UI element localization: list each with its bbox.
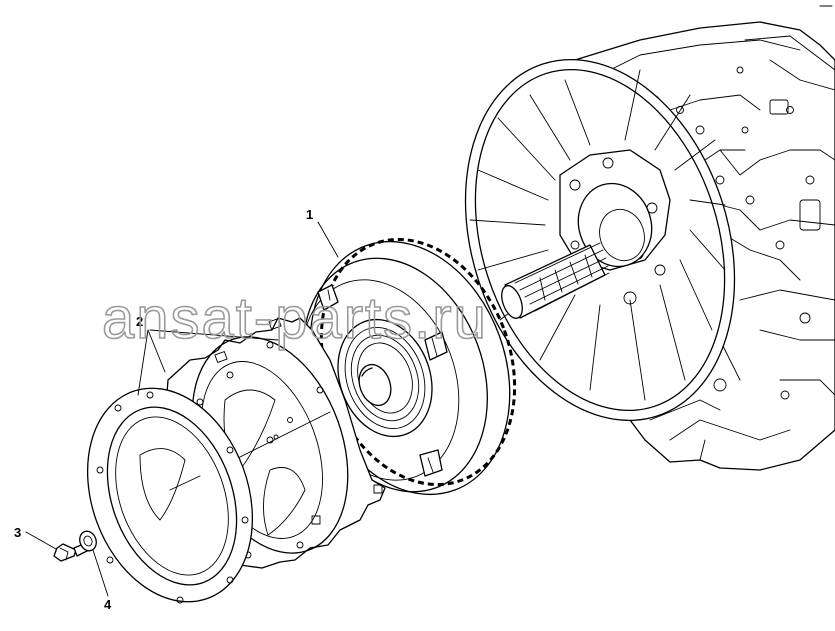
leader-2c (149, 329, 279, 341)
leader-2b (147, 329, 166, 373)
leader-3 (25, 531, 57, 550)
mounting-ring (86, 387, 254, 604)
leader-1 (317, 221, 339, 258)
callout-2: 2 (136, 314, 143, 329)
bell-housing (464, 59, 736, 421)
callout-4: 4 (104, 597, 112, 612)
callout-3: 3 (14, 525, 21, 540)
torque-converter (300, 237, 517, 496)
watermark: ansat-parts.ru (102, 286, 488, 351)
leader-2a (137, 329, 149, 396)
input-shaft (501, 242, 610, 319)
leader-lines (25, 221, 339, 597)
leader-4 (92, 549, 109, 597)
callout-1: 1 (306, 207, 313, 222)
callouts: 1 2 3 4 (14, 207, 313, 612)
washer (79, 530, 97, 552)
